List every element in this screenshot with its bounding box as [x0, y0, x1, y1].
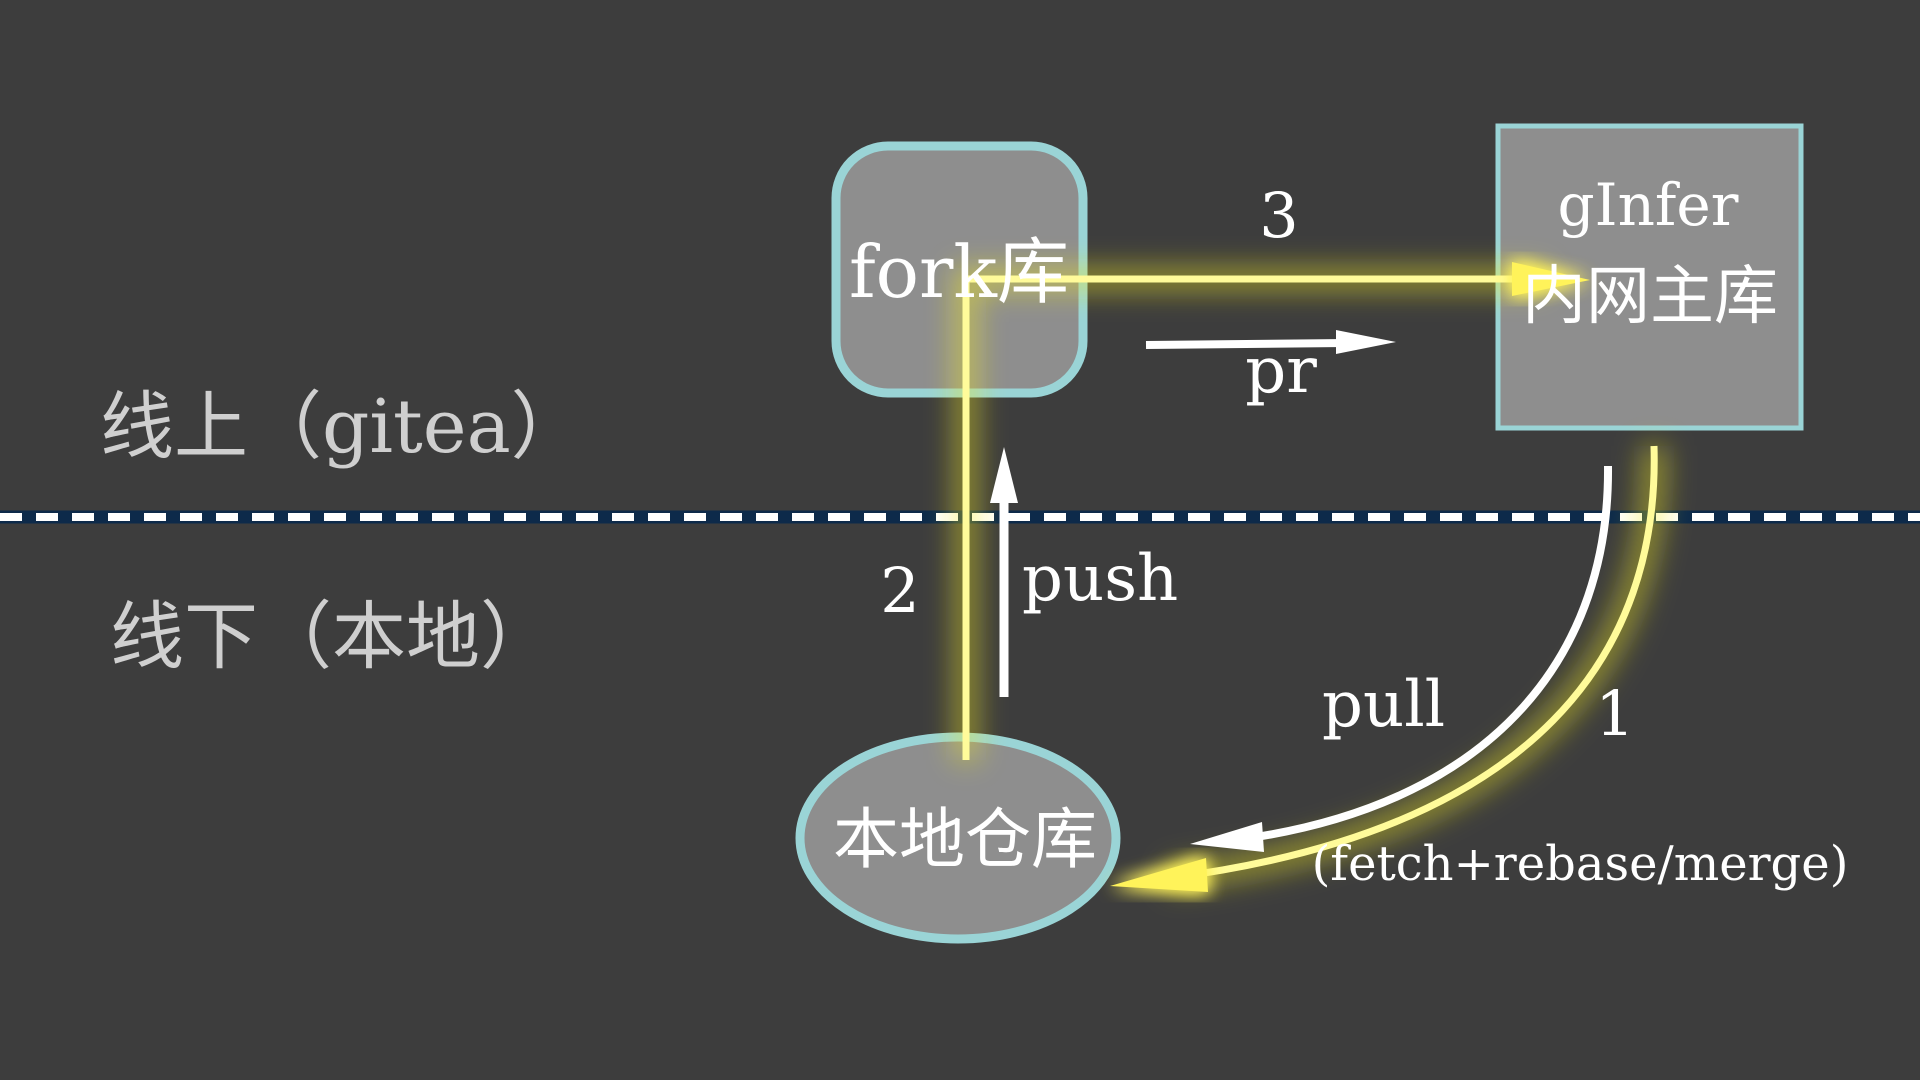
pr-arrow [1145, 330, 1396, 354]
step-number-3: 3 [1259, 179, 1298, 252]
local-repo-label: 本地仓库 [833, 801, 1097, 878]
main-repo-label-line1: gInfer [1558, 171, 1739, 239]
push-label: push [1022, 542, 1178, 616]
highlight-path-pull [1110, 445, 1666, 892]
pull-detail-label: (fetch+rebase/merge) [1312, 836, 1849, 892]
highlight-arrowhead-to-local [1110, 858, 1208, 892]
push-arrow [990, 447, 1018, 697]
zone-label-online: 线上（gitea） [100, 384, 585, 470]
pull-arrow [1190, 465, 1613, 852]
fork-repo-label: fork库 [849, 230, 1069, 314]
pull-label: pull [1322, 668, 1445, 742]
step-number-2: 2 [880, 554, 919, 627]
main-repo-label-line2: 内网主库 [1522, 260, 1778, 334]
highlight-path-push-pr [955, 262, 1590, 760]
zone-label-offline: 线下（本地） [110, 594, 554, 680]
step-number-1: 1 [1595, 677, 1634, 750]
pr-label: pr [1245, 334, 1317, 408]
highlight-arrowhead-to-main [1512, 262, 1590, 296]
